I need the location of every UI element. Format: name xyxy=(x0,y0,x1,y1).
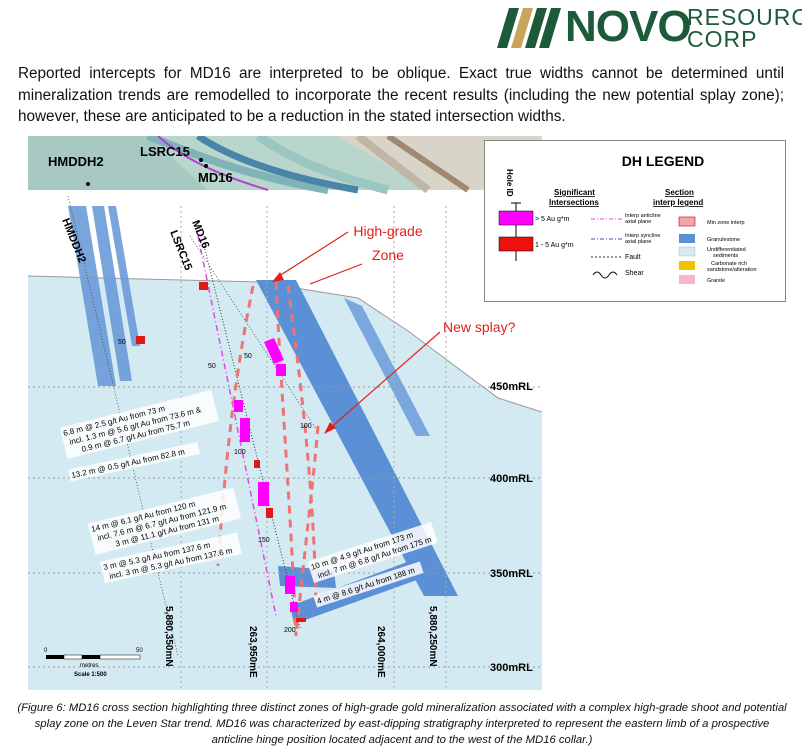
callout-high-grade-1: High-grade xyxy=(353,223,422,239)
legend-fill-label: Granite xyxy=(707,278,725,284)
easting-label-263950: 263,950mE xyxy=(247,626,258,678)
northing-label-250: 5,880,250mN xyxy=(427,606,438,667)
legend-fill-label: Carbonate rich xyxy=(711,261,747,267)
scale-fifty: 50 xyxy=(136,648,143,654)
legend-fill-label: Min zone interp xyxy=(707,220,745,226)
easting-label-264000: 264,000mE xyxy=(375,626,386,678)
depth-mark: 150 xyxy=(258,537,270,544)
novo-mark-icon xyxy=(497,8,561,48)
rl-label-300: 300mRL xyxy=(490,662,533,674)
rl-label-400: 400mRL xyxy=(490,473,533,485)
legend-line-label: axial plane xyxy=(625,239,651,245)
legend-fill-label: Granulestone xyxy=(707,237,740,243)
depth-mark: 50 xyxy=(208,363,216,370)
figure-caption: (Figure 6: MD16 cross section highlighti… xyxy=(17,702,787,746)
scale-zero: 0 xyxy=(44,648,48,654)
callout-new-splay: New splay? xyxy=(443,319,516,335)
legend-line-label: Interp syncline xyxy=(625,233,660,239)
callout-high-grade-2: Zone xyxy=(372,247,404,263)
northing-label-350: 5,880,350mN xyxy=(163,606,174,667)
legend-sig-title-1: Significant xyxy=(554,188,595,197)
logo-company: RESOURCES CORP xyxy=(687,4,802,52)
legend-sig-high: > 5 Au g*m xyxy=(535,216,570,223)
legend-hole-id: Hole ID xyxy=(505,169,514,197)
depth-mark: 50 xyxy=(244,353,252,360)
collar-label-md16: MD16 xyxy=(189,219,211,251)
legend-line-label: Shear xyxy=(625,270,644,277)
legend-sec-title-2: interp legend xyxy=(653,198,703,207)
scale-ratio: Scale 1:500 xyxy=(74,672,107,678)
novo-logo: NOVO RESOURCES CORP xyxy=(495,2,802,52)
legend-fill-label: sediments xyxy=(713,253,738,259)
rl-label-450: 450mRL xyxy=(490,381,533,393)
map-label-lsrc15: LSRC15 xyxy=(140,144,190,159)
rl-label-350: 350mRL xyxy=(490,568,533,580)
legend-sig-title-2: Intersections xyxy=(549,198,599,207)
cross-section-figure: HMDDH2 LSRC15 MD16 xyxy=(28,136,542,690)
map-label-hmddh2: HMDDH2 xyxy=(48,154,104,169)
legend-line-label: Interp anticline xyxy=(625,213,661,219)
depth-mark: 100 xyxy=(300,423,312,430)
legend-fill-label: Undifferentiated xyxy=(707,247,746,253)
map-label-md16: MD16 xyxy=(198,170,233,185)
logo-line2: CORP xyxy=(687,26,758,52)
legend-title: DH LEGEND xyxy=(622,153,704,169)
scale-bar: 0 50 metres Scale 1:500 xyxy=(44,648,143,678)
intro-paragraph: Reported intercepts for MD16 are interpr… xyxy=(18,65,784,125)
dh-legend: DH LEGEND Hole ID Significant Intersecti… xyxy=(484,140,786,302)
logo-line1: RESOURCES xyxy=(687,4,802,30)
scale-unit: metres xyxy=(80,663,98,669)
legend-sec-title-1: Section xyxy=(665,188,694,197)
legend-fill-label: sandstone/alteration xyxy=(707,267,757,273)
depth-mark: 200 xyxy=(284,627,296,634)
collar-label-lsrc15: LSRC15 xyxy=(167,229,194,273)
depth-mark: 50 xyxy=(118,339,126,346)
legend-line-label: Fault xyxy=(625,254,641,261)
inset-map: HMDDH2 LSRC15 MD16 xyxy=(28,136,542,195)
legend-line-label: axial plane xyxy=(625,219,651,225)
legend-sig-mid: 1 - 5 Au g*m xyxy=(535,242,574,249)
logo-brand: NOVO xyxy=(565,2,692,51)
depth-mark: 100 xyxy=(234,449,246,456)
